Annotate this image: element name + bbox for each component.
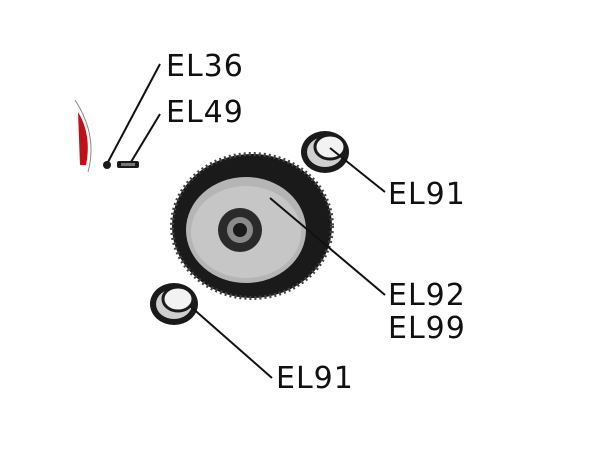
part-el92-gear — [170, 152, 334, 300]
leader-line-el91-top — [329, 147, 386, 193]
part-el91-bearing-bottom — [150, 283, 198, 325]
part-el91-bearing-top — [301, 131, 349, 173]
callout-el91-top: EL91 — [388, 177, 466, 212]
leader-line-el91-bottom — [189, 305, 273, 379]
leader-line-el36 — [107, 63, 161, 163]
callout-el36: EL36 — [166, 49, 244, 84]
leader-line-el49 — [130, 113, 161, 163]
callout-el49: EL49 — [166, 95, 244, 130]
part-el36-screw — [103, 161, 111, 169]
housing-outline — [74, 99, 92, 173]
callout-el91-bottom: EL91 — [276, 361, 354, 396]
adjacent-housing-fragment — [78, 112, 88, 165]
leader-line-el92 — [269, 197, 386, 296]
callout-el99: EL99 — [388, 311, 466, 346]
callout-el92: EL92 — [388, 278, 466, 313]
part-el49-pin — [117, 161, 139, 168]
